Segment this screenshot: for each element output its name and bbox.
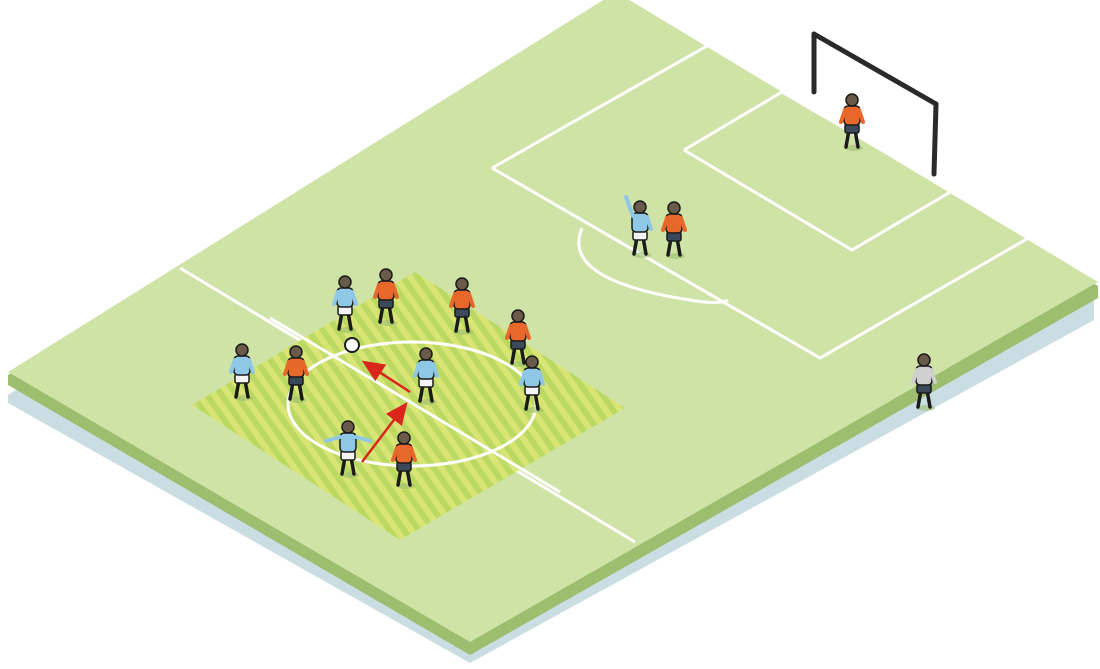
pitch-surface [8, 0, 1098, 642]
ball [345, 338, 359, 352]
